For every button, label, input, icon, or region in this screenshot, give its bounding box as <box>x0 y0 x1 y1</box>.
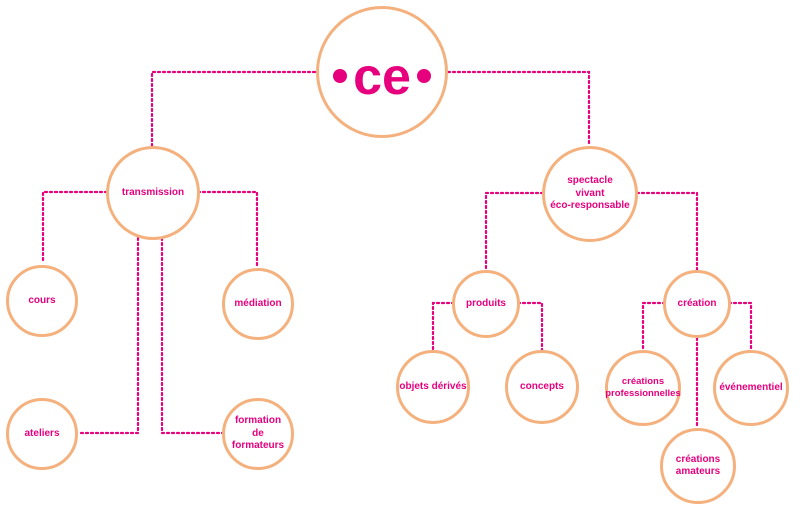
node-concepts: concepts <box>505 350 579 424</box>
link-creation-evenementiel <box>727 301 753 352</box>
root-logo-node: ce <box>316 6 448 138</box>
logo-text: ce <box>353 48 411 106</box>
node-formation-de-formateurs: formation de formateurs <box>222 398 294 470</box>
link-transmission-formation <box>160 236 225 435</box>
node-label: événementiel <box>719 381 783 393</box>
node-label: formation de formateurs <box>231 415 285 452</box>
node-label: produits <box>466 297 506 309</box>
link-transmission-cours <box>41 190 109 265</box>
node-label: cours <box>28 294 56 306</box>
node-creations-amateurs: créations amateurs <box>660 428 736 504</box>
link-spectacle-creation <box>635 191 699 272</box>
link-spectacle-produits <box>484 191 545 272</box>
link-root-spectacle <box>446 70 591 148</box>
ce-logo-mark: ce <box>333 48 431 106</box>
link-creation-pro <box>641 301 667 352</box>
node-cours: cours <box>6 265 78 337</box>
link-transmission-ateliers <box>78 236 140 435</box>
node-label: création <box>677 297 717 309</box>
node-label: concepts <box>520 380 564 392</box>
node-creations-professionnelles: créations professionnelles <box>605 350 681 426</box>
node-label: transmission <box>121 186 185 198</box>
node-transmission: transmission <box>106 146 200 240</box>
node-label: spectacle vivant éco-responsable <box>550 175 630 212</box>
link-produits-objets <box>431 301 456 352</box>
link-transmission-mediation <box>196 190 259 268</box>
link-produits-concepts <box>516 301 544 352</box>
node-label: médiation <box>234 297 282 309</box>
node-produits: produits <box>452 270 520 338</box>
node-mediation: médiation <box>222 268 294 340</box>
node-label: créations professionnelles <box>605 376 681 399</box>
node-label: objets dérivés <box>399 380 467 392</box>
node-label: ateliers <box>24 427 60 439</box>
node-ateliers: ateliers <box>6 398 78 470</box>
node-spectacle-vivant: spectacle vivant éco-responsable <box>542 146 638 242</box>
node-creation: création <box>663 270 731 338</box>
node-evenementiel: événementiel <box>713 350 789 426</box>
node-objets-derives: objets dérivés <box>396 350 470 424</box>
link-root-transmission <box>150 70 322 150</box>
node-label: créations amateurs <box>675 453 721 478</box>
